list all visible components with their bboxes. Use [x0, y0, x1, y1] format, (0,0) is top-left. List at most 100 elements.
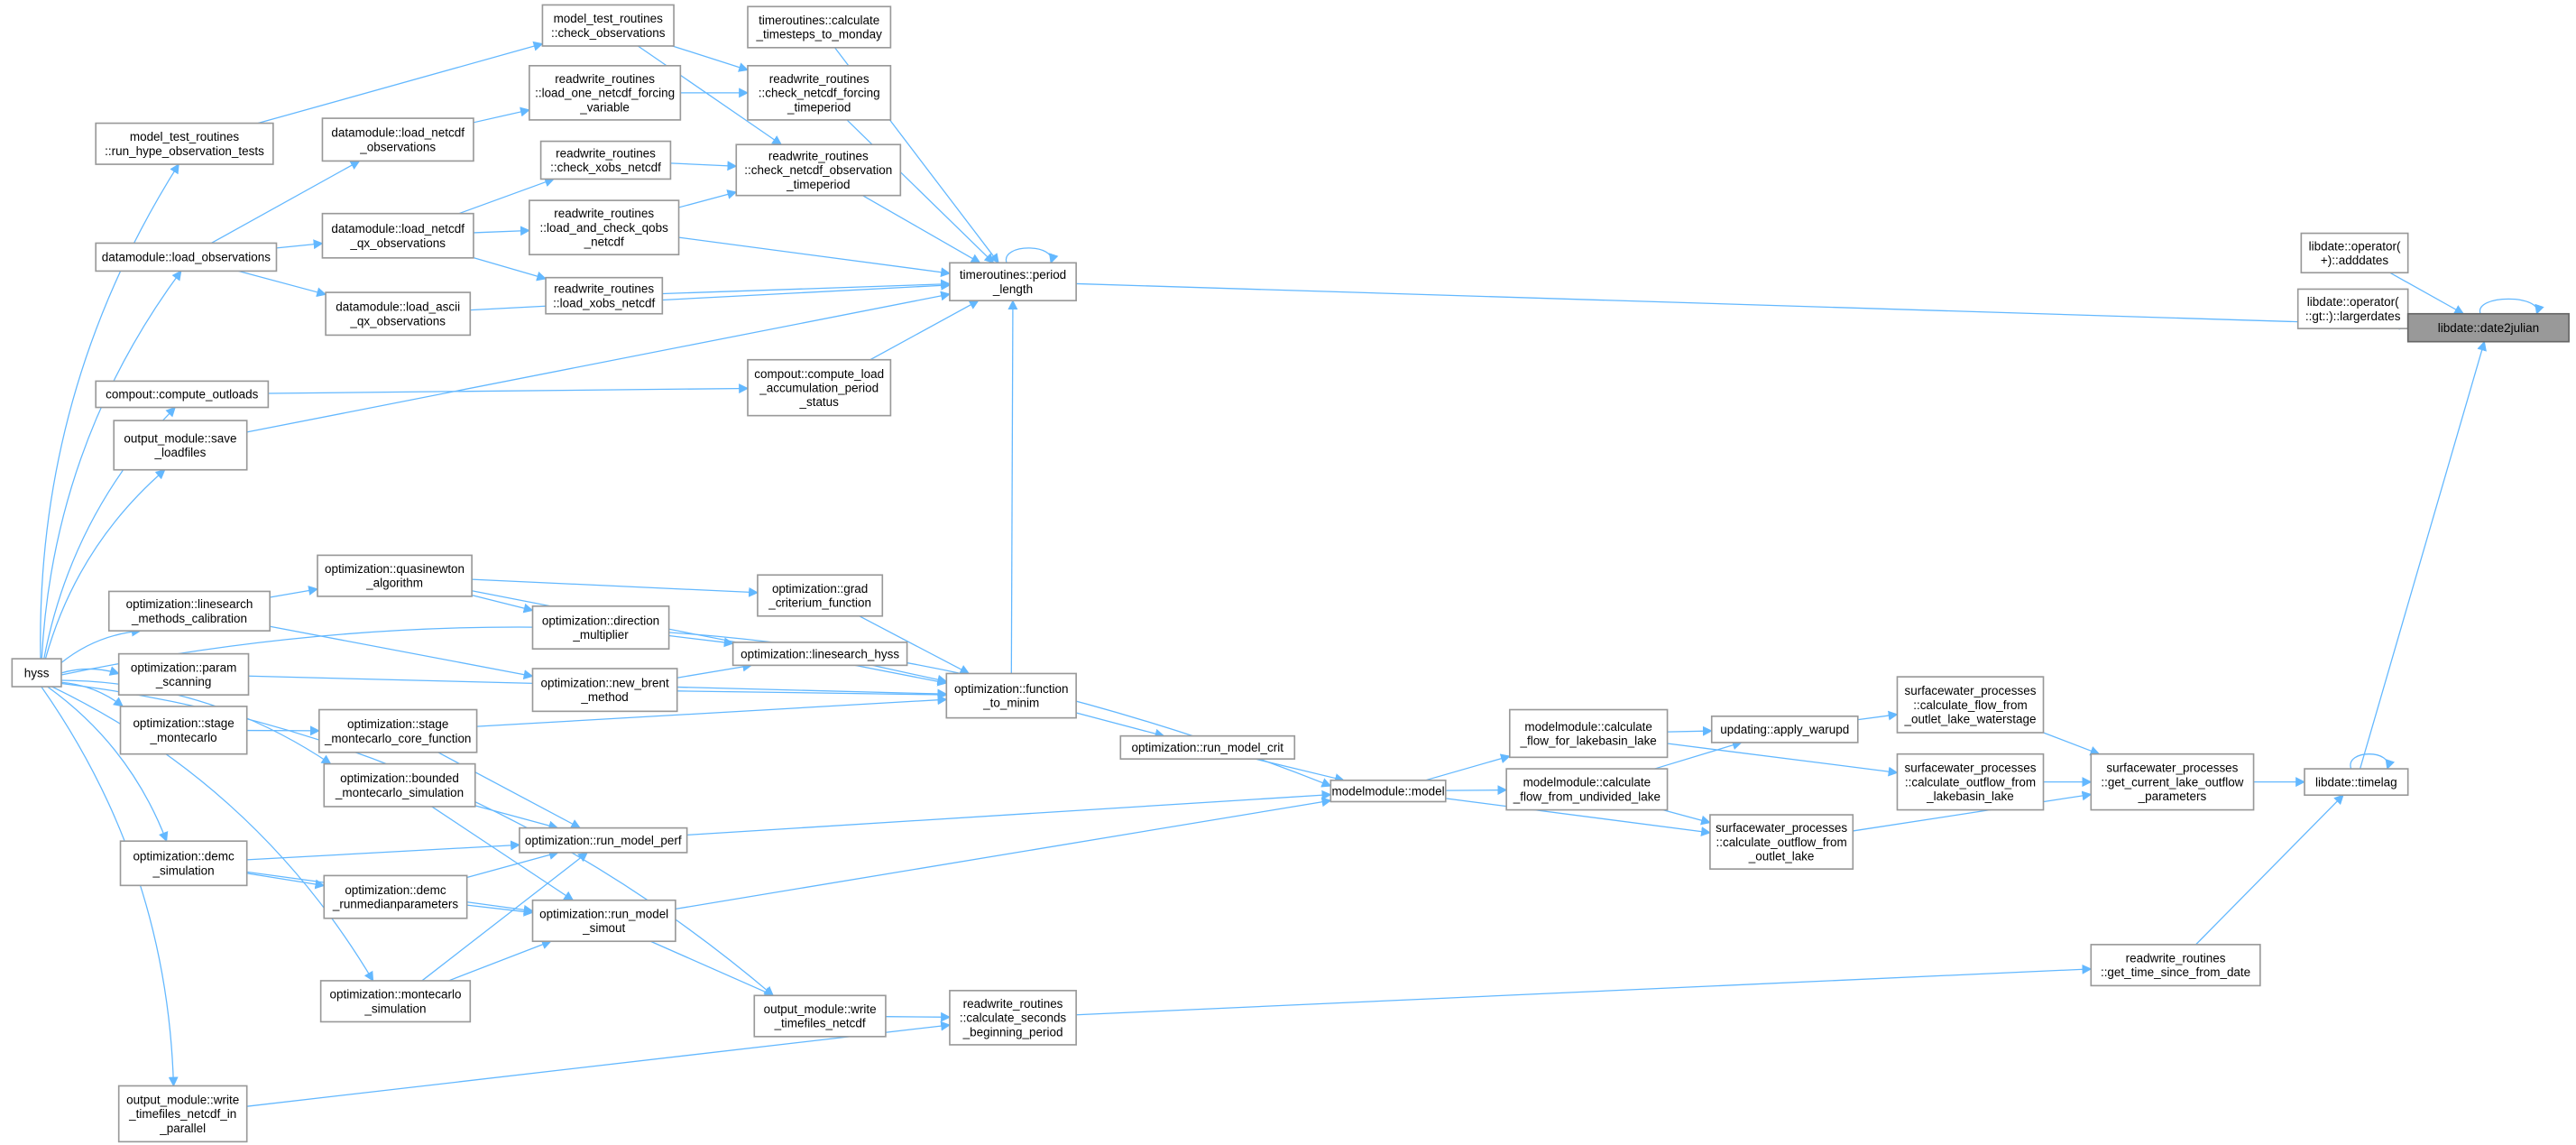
node-label: _timeperiod — [786, 178, 850, 191]
node-label: _qx_observations — [349, 314, 446, 328]
node-write-timefiles[interactable]: output_module::write_timefiles_netcdf — [753, 994, 887, 1038]
node-load-accum[interactable]: compout::compute_load_accumulation_perio… — [747, 358, 892, 417]
node-box — [1710, 715, 1859, 743]
node-quasinewton[interactable]: optimization::quasinewton_algorithm — [317, 554, 473, 597]
node-linesearch-hyss[interactable]: optimization::linesearch_hyss — [731, 642, 908, 667]
node-param-scanning[interactable]: optimization::param_scanning — [117, 652, 250, 696]
node-label: _observations — [359, 140, 436, 153]
node-label: optimization::montecarlo — [329, 988, 461, 1002]
node-run-model-perf[interactable]: optimization::run_model_perf — [519, 826, 688, 854]
edge-demc_runmedian-to-run_model_perf — [466, 850, 559, 879]
node-label: _runmedianparameters — [332, 898, 459, 911]
node-function-to-minim[interactable]: optimization::function_to_minim — [945, 672, 1077, 719]
node-label: _length — [992, 282, 1033, 296]
node-box — [1329, 779, 1447, 803]
node-label: _timesteps_to_monday — [756, 28, 883, 42]
node-check-xobs[interactable]: readwrite_routines::check_xobs_netcdf — [539, 140, 672, 180]
node-date2julian[interactable]: libdate::date2julian — [2406, 312, 2570, 343]
node-label: _montecarlo — [150, 731, 217, 744]
node-outflow-outlet[interactable]: surfacewater_processes::calculate_outflo… — [1709, 814, 1854, 870]
node-box — [321, 212, 474, 259]
node-label: output_module::save — [124, 431, 236, 445]
node-demc-simulation[interactable]: optimization::demc_simulation — [119, 840, 248, 887]
node-run-model-crit[interactable]: optimization::run_model_crit — [1119, 734, 1296, 760]
node-stage-montecarlo[interactable]: optimization::stage_montecarlo — [119, 706, 248, 755]
edge-load_netcdf_qx-to-load_xobs — [473, 257, 547, 282]
node-label: _montecarlo_core_function — [324, 732, 471, 745]
node-load-ascii-qx[interactable]: datamodule::load_ascii_qx_observations — [325, 291, 472, 337]
node-check-forcing-tp[interactable]: readwrite_routines::check_netcdf_forcing… — [747, 65, 892, 121]
node-adddates[interactable]: libdate::operator(+)::adddates — [2300, 232, 2409, 274]
node-box — [747, 358, 892, 417]
node-box — [321, 117, 474, 162]
node-load-check-qobs[interactable]: readwrite_routines::load_and_check_qobs_… — [529, 199, 680, 256]
edge-timelag-to-timelag — [2350, 753, 2396, 771]
node-model[interactable]: modelmodule::model — [1329, 779, 1447, 803]
node-label: optimization::linesearch — [126, 597, 253, 611]
node-label: _status — [798, 395, 839, 409]
node-montecarlo-sim[interactable]: optimization::montecarlo_simulation — [319, 980, 472, 1023]
edge-model-to-flow_undivided — [1445, 785, 1508, 796]
node-label: surfacewater_processes — [1716, 821, 1847, 835]
edge-adddates-to-date2julian — [2389, 272, 2465, 315]
node-bounded-mc[interactable]: optimization::bounded_montecarlo_simulat… — [323, 762, 476, 808]
node-label: _timefiles_netcdf — [774, 1017, 866, 1030]
node-linesearch-calib[interactable]: optimization::linesearch_methods_calibra… — [107, 590, 271, 632]
node-flow-undivided[interactable]: modelmodule::calculate_flow_from_undivid… — [1505, 768, 1669, 811]
node-label: libdate::timelag — [2315, 775, 2397, 789]
node-calc-seconds[interactable]: readwrite_routines::calculate_seconds_be… — [949, 990, 1077, 1046]
edge-montecarlo_sim-to-run_model_perf — [421, 852, 589, 982]
node-run-model-simout[interactable]: optimization::run_model_simout — [531, 899, 676, 943]
node-check-obs-tp[interactable]: readwrite_routines::check_netcdf_observa… — [735, 143, 902, 197]
edge-stage_mc_core-to-function_to_minim — [476, 695, 948, 727]
node-load-netcdf-qx[interactable]: datamodule::load_netcdf_qx_observations — [321, 212, 474, 259]
node-write-parallel[interactable]: output_module::write_timefiles_netcdf_in… — [117, 1085, 248, 1143]
node-label: libdate::date2julian — [2438, 321, 2539, 335]
node-load-netcdf-obs[interactable]: datamodule::load_netcdf_observations — [321, 117, 474, 162]
node-load-xobs[interactable]: readwrite_routines::load_xobs_netcdf — [545, 276, 664, 315]
node-box — [541, 4, 675, 47]
node-box — [949, 262, 1077, 302]
edge-model-to-flow_lakebasin — [1425, 753, 1511, 781]
node-box — [731, 642, 908, 667]
node-compute-outloads[interactable]: compout::compute_outloads — [95, 380, 270, 409]
node-period-length[interactable]: timeroutines::period_length — [949, 262, 1077, 302]
node-box — [323, 762, 476, 808]
node-box — [117, 1085, 248, 1143]
node-flow-lakebasin[interactable]: modelmodule::calculate_flow_for_lakebasi… — [1508, 708, 1669, 759]
node-largerdates[interactable]: libdate::operator(::gt::)::largerdates — [2296, 288, 2409, 329]
node-new-brent[interactable]: optimization::new_brent_method — [531, 668, 678, 713]
node-label: _simulation — [363, 1002, 426, 1015]
node-box — [119, 840, 248, 887]
node-apply-warupd[interactable]: updating::apply_warupd — [1710, 715, 1859, 743]
node-label: timeroutines::calculate — [759, 14, 879, 27]
node-label: ::calculate_flow_from — [1913, 698, 2028, 712]
node-grad-criterium[interactable]: optimization::grad_criterium_function — [757, 574, 884, 617]
node-check-observations[interactable]: model_test_routines::check_observations — [541, 4, 675, 47]
edge-period_length-to-date2julian — [1076, 282, 2409, 330]
node-run-hype-obs[interactable]: model_test_routines::run_hype_observatio… — [95, 122, 274, 165]
node-demc-runmedian[interactable]: optimization::demc_runmedianparameters — [323, 874, 468, 919]
node-lake-outflow-params[interactable]: surfacewater_processes::get_current_lake… — [2090, 753, 2255, 811]
node-outflow-lakebasin[interactable]: surfacewater_processes::calculate_outflo… — [1896, 753, 2045, 811]
node-save-loadfiles[interactable]: output_module::save_loadfiles — [113, 420, 248, 471]
node-box — [519, 826, 688, 854]
node-time-since-date[interactable]: readwrite_routines::get_time_since_from_… — [2090, 944, 2261, 987]
node-label: _outlet_lake_waterstage — [1903, 712, 2036, 725]
node-flow-waterstage[interactable]: surfacewater_processes::calculate_flow_f… — [1896, 676, 2045, 734]
node-box — [735, 143, 902, 197]
node-label: _montecarlo_simulation — [335, 786, 464, 799]
edge-run_hype_obs-to-check_observations — [257, 41, 544, 125]
node-box — [757, 574, 884, 617]
edge-linesearch_hyss-to-function_to_minim — [872, 664, 948, 685]
node-direction-mult[interactable]: optimization::direction_multiplier — [531, 605, 670, 650]
node-hyss[interactable]: hyss — [11, 658, 62, 688]
node-label: _flow_from_undivided_lake — [1513, 789, 1661, 803]
node-load-observations[interactable]: datamodule::load_observations — [95, 242, 278, 272]
node-box — [323, 874, 468, 919]
node-timesteps-monday[interactable]: timeroutines::calculate_timesteps_to_mon… — [747, 5, 892, 49]
node-label: optimization::param — [131, 660, 237, 674]
node-load-one-netcdf[interactable]: readwrite_routines::load_one_netcdf_forc… — [529, 65, 682, 121]
node-stage-mc-core[interactable]: optimization::stage_montecarlo_core_func… — [317, 708, 478, 753]
node-timelag[interactable]: libdate::timelag — [2304, 768, 2409, 797]
